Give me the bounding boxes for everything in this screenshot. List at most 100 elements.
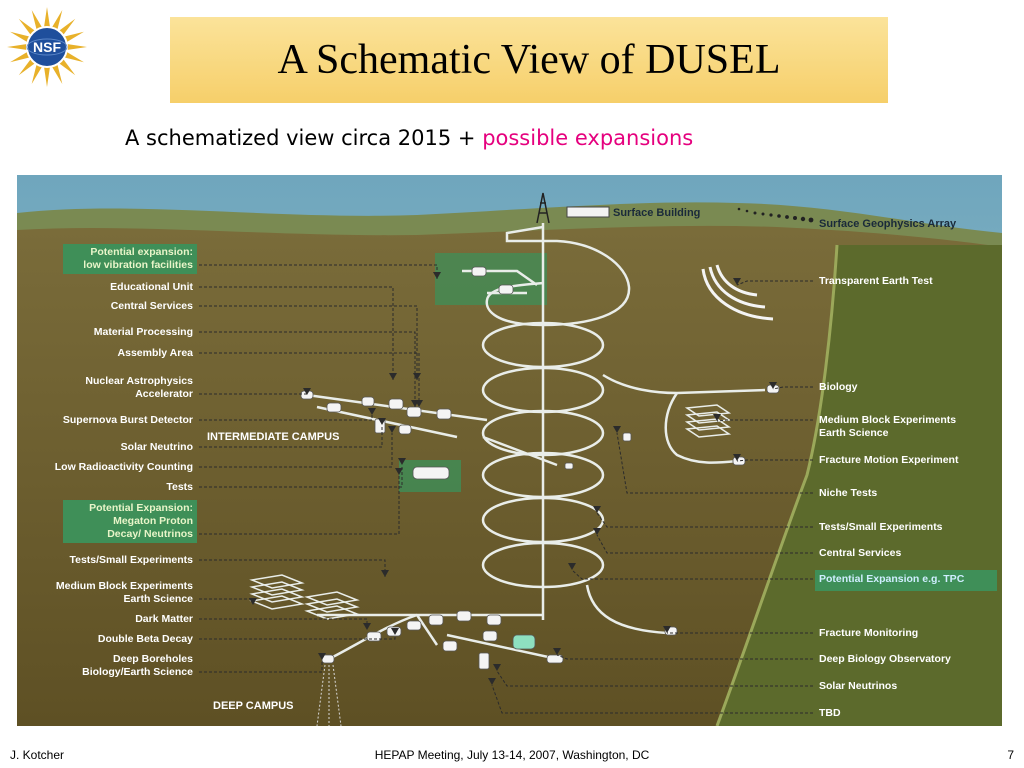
leader-line — [199, 305, 418, 380]
title-banner: A Schematic View of DUSEL — [170, 17, 888, 103]
right-label: Fracture Motion Experiment — [819, 454, 959, 466]
right-label-highlight — [815, 570, 997, 591]
leader-line — [199, 425, 383, 448]
leader-line — [199, 415, 373, 421]
right-label: Deep Biology Observatory — [819, 653, 951, 665]
left-label-highlight — [63, 244, 197, 274]
arrow-head — [493, 664, 501, 671]
leader-line — [616, 432, 813, 494]
surface-building-icon — [566, 206, 610, 218]
arrow-head — [368, 408, 376, 415]
leader-line — [199, 635, 396, 640]
right-strata — [717, 245, 1002, 726]
logo-ray — [64, 31, 84, 43]
left-label: Low Radioactivity Counting — [55, 461, 193, 473]
arrow-head — [303, 388, 311, 395]
left-labels: Potential expansion:low vibration facili… — [55, 246, 194, 678]
subtitle: A schematized view circa 2015 + possible… — [125, 126, 693, 150]
left-label: Educational Unit — [110, 281, 193, 293]
right-strata-edge — [715, 244, 839, 726]
logo-ray — [51, 64, 63, 84]
left-label: Material Processing — [94, 326, 193, 338]
leader-line — [199, 352, 420, 407]
arrow-head — [769, 382, 777, 389]
arrow-head — [593, 506, 601, 513]
block-stack-right — [684, 404, 732, 438]
right-label: Fracture Monitoring — [819, 627, 918, 639]
seismic-wave-icon — [701, 264, 774, 321]
leader-line — [596, 534, 813, 554]
logo-ray — [58, 58, 76, 76]
label-highlights — [63, 244, 997, 591]
left-label: Assembly Area — [118, 347, 194, 359]
logo-ray — [66, 44, 87, 50]
logo-ray — [51, 10, 63, 30]
logo-ray — [58, 18, 76, 36]
arrow-head — [488, 678, 496, 685]
headframe-icon — [536, 192, 550, 224]
logo-ray — [10, 31, 30, 43]
left-label: Tests — [166, 481, 193, 493]
left-label: Tests/Small Experiments — [69, 554, 193, 566]
leader-line — [556, 654, 813, 660]
left-label-highlight — [63, 500, 197, 543]
experiment-modules — [300, 266, 780, 670]
leader-line — [716, 419, 813, 422]
right-label: Niche Tests — [819, 487, 877, 499]
nsf-logo-icon: NSF — [7, 7, 87, 87]
logo-ray — [7, 44, 28, 50]
right-label: TBD — [819, 707, 841, 719]
right-label: Tests/Small Experiments — [819, 521, 943, 533]
arrow-head — [568, 563, 576, 570]
subtitle-main: A schematized view circa 2015 + — [125, 126, 476, 150]
logo-ray — [10, 51, 30, 63]
leader-line — [772, 386, 813, 390]
leader-line — [736, 459, 813, 462]
leader-line — [199, 286, 394, 380]
right-label: Central Services — [819, 547, 901, 559]
left-label: Double Beta Decay — [98, 633, 193, 645]
arrow-head — [733, 454, 741, 461]
arrow-head — [363, 623, 371, 630]
subtitle-accent: possible expansions — [482, 126, 694, 150]
arrow-head — [593, 528, 601, 535]
left-label: Solar Neutrino — [121, 441, 193, 453]
arrow-head — [389, 373, 397, 380]
right-label: Potential Expansion e.g. TPC — [819, 573, 965, 585]
left-label: Potential expansion:low vibration facili… — [83, 246, 193, 271]
arrow-head — [613, 426, 621, 433]
arrow-head — [398, 458, 406, 465]
arrow-head — [391, 628, 399, 635]
left-label: Dark Matter — [135, 613, 193, 625]
arrow-head — [318, 653, 326, 660]
surface-building-label: Surface Building — [613, 207, 700, 219]
intermediate-campus-label: INTERMEDIATE CAMPUS — [207, 431, 339, 443]
footer: J. Kotcher HEPAP Meeting, July 13-14, 20… — [0, 748, 1024, 768]
arrow-head — [433, 272, 441, 279]
page-title: A Schematic View of DUSEL — [277, 37, 781, 83]
leader-line — [736, 280, 813, 286]
arrow-head — [663, 626, 671, 633]
logo-ray — [18, 58, 36, 76]
logo-ray — [18, 18, 36, 36]
rock-body — [17, 225, 1002, 726]
arrow-head — [713, 414, 721, 421]
leader-line — [199, 660, 323, 673]
footer-event: HEPAP Meeting, July 13-14, 2007, Washing… — [374, 748, 650, 762]
footer-page-number: 7 — [1007, 748, 1014, 762]
leader-lines — [199, 264, 813, 714]
right-label: Biology — [819, 381, 858, 393]
leader-line — [199, 331, 416, 407]
arrow-head — [395, 468, 403, 475]
leader-line — [199, 433, 393, 468]
logo-ray — [44, 7, 50, 28]
block-stack-left — [249, 574, 360, 620]
logo-text: NSF — [33, 39, 61, 55]
leader-line — [571, 569, 813, 580]
arrow-head — [378, 418, 386, 425]
